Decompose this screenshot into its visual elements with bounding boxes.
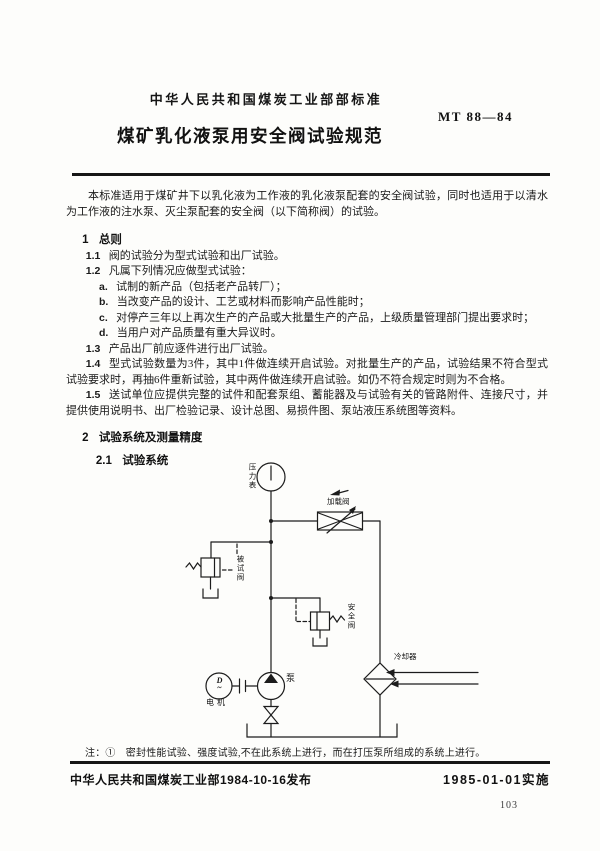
footer-rule [70, 761, 550, 764]
section-1-heading: 1 总则 [66, 233, 548, 249]
main-pressure-line [269, 490, 273, 674]
section-2-1-heading: 2.1 试验系统 [66, 454, 548, 470]
footer-issued-text: 中华人民共和国煤炭工业部1984-10-16发布 [70, 773, 312, 787]
section-2-title: 试验系统及测量精度 [98, 432, 203, 444]
cooler-label: 冷却器 [394, 652, 417, 661]
standard-org-line: 中华人民共和国煤炭工业部部标准 [149, 92, 383, 107]
ac-wave-symbol: ~ [217, 683, 222, 692]
diagram-footnote: 注：① 密封性能试验、强度试验,不在此系统上进行，而在打压泵所组成的系统上进行。 [85, 748, 486, 759]
intro-paragraph: 本标准适用于煤矿井下以乳化液为工作液的乳化液泵配套的安全阀试验，同时也适用于以清… [66, 190, 548, 218]
clause-text: 产品出厂前应逐件进行出厂试验。 [108, 342, 274, 355]
tank-symbol [246, 723, 398, 738]
clause-1-2-c: c. 对停产三年以上再次生产的产品或大批量生产的产品，上级质量管理部门提出要求时； [66, 311, 548, 327]
section-1-title: 总则 [98, 234, 122, 246]
clause-text: 对停产三年以上再次生产的产品或大批量生产的产品，上级质量管理部门提出要求时； [116, 311, 535, 324]
clause-number: 1.4 [85, 358, 101, 370]
standard-code: MT 88—84 [438, 109, 513, 124]
clause-number: c. [99, 311, 108, 324]
section-2-1-title: 试验系统 [122, 454, 169, 467]
clause-text: 试制的新产品（包括老产品转厂）； [116, 280, 287, 293]
clause-number: b. [99, 296, 109, 308]
clause-number: 1.2 [85, 265, 101, 277]
clause-1-2-a: a. 试制的新产品（包括老产品转厂）； [66, 280, 548, 296]
clause-number: 1.5 [85, 389, 101, 401]
pressure-gauge-symbol [256, 462, 286, 492]
safety-valve-label: 安全阀 [347, 603, 356, 630]
clause-1-1: 1.1 阀的试验分为型式试验和出厂试验。 [66, 249, 548, 265]
clause-number: 1.3 [85, 342, 101, 355]
motor-letter: D [216, 676, 223, 685]
section-2-heading: 2 试验系统及测量精度 [66, 431, 548, 447]
clause-number: 1.1 [85, 249, 101, 262]
test-valve-symbol [185, 541, 272, 599]
clause-text: 凡属下列情况应做型式试验： [108, 265, 252, 277]
cooler-symbol [363, 662, 479, 696]
footer: 中华人民共和国煤炭工业部1984-10-16发布 1985-01-01实施 [70, 769, 550, 788]
motor-label: 电机 [206, 698, 228, 707]
loading-valve-label: 加载阀 [327, 497, 350, 506]
pump-symbol [256, 671, 286, 701]
test-valve-label: 被试阀 [236, 555, 245, 582]
clause-1-2: 1.2 凡属下列情况应做型式试验： [66, 264, 548, 280]
clause-number: d. [99, 327, 109, 339]
section-2-1-number: 2.1 [95, 454, 112, 467]
pump-label: 泵 [286, 673, 296, 683]
motor-core-symbol: D ~ [211, 676, 228, 692]
safety-valve-symbol [270, 597, 346, 647]
header-rule [72, 173, 550, 176]
test-system-diagram [185, 462, 479, 738]
loading-valve-symbol [270, 489, 381, 534]
clause-text: 阀的试验分为型式试验和出厂试验。 [108, 249, 285, 262]
clause-number: a. [99, 280, 108, 293]
body-text: 本标准适用于煤矿井下以乳化液为工作液的乳化液泵配套的安全阀试验，同时也适用于以清… [66, 189, 548, 469]
section-2-number: 2 [82, 432, 89, 444]
clause-text: 当用户对产品质量有重大异议时。 [116, 327, 282, 339]
footer-effective-text: 1985-01-01实施 [443, 773, 550, 787]
suction-valve-symbol [262, 698, 280, 738]
page-number: 103 [500, 800, 518, 811]
clause-text: 型式试验数量为3件，其中1件做连续开启试验。对批量生产的产品，试验结果不符合型式… [66, 358, 548, 386]
clause-1-2-b: b. 当改变产品的设计、工艺或材料而影响产品性能时； [66, 295, 548, 311]
clause-1-2-d: d. 当用户对产品质量有重大异议时。 [66, 326, 548, 342]
pressure-gauge-label: 压力表 [248, 463, 257, 490]
section-1-number: 1 [82, 234, 89, 246]
clause-text: 送试单位应提供完整的试件和配套泵组、蓄能器及与试验有关的管路附件、连接尺寸，并提… [66, 389, 548, 417]
motor-symbol [205, 672, 259, 700]
clause-text: 当改变产品的设计、工艺或材料而影响产品性能时； [116, 296, 370, 308]
page-title: 煤矿乳化液泵用安全阀试验规范 [117, 126, 383, 146]
clause-1-3: 1.3 产品出厂前应逐件进行出厂试验。 [66, 342, 548, 358]
